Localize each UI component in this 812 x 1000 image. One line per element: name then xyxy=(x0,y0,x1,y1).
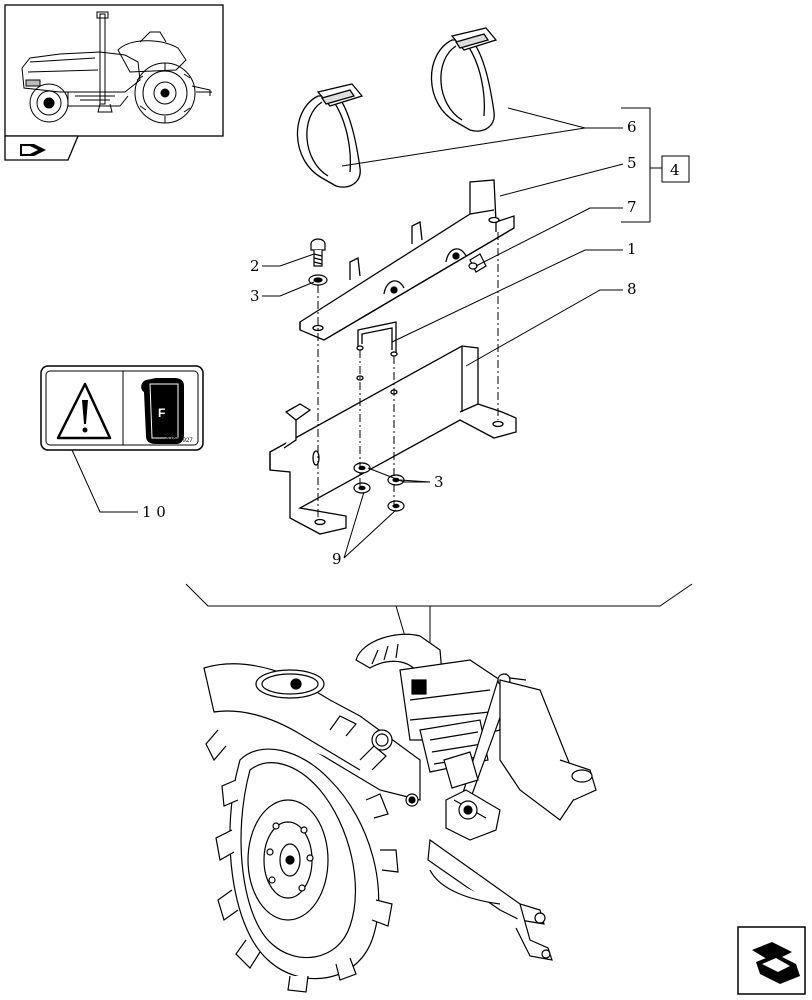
decal-code: 84269927 xyxy=(166,438,193,444)
callout-5: 5 xyxy=(627,154,637,172)
warning-triangle-icon xyxy=(56,382,112,440)
thumbnail-panel xyxy=(4,4,224,161)
bolt xyxy=(310,238,326,267)
callout-8: 8 xyxy=(627,280,637,298)
decal-symbol-letter: F xyxy=(158,406,165,420)
clamp-left xyxy=(296,83,364,188)
callout-6: 6 xyxy=(627,118,637,136)
thumbnail-view-tab[interactable] xyxy=(4,135,79,161)
callout-3-upper: 3 xyxy=(250,287,260,305)
clamp-right xyxy=(430,27,498,132)
fuel-container-icon: F xyxy=(141,378,184,444)
callout-4: 4 xyxy=(670,161,680,179)
callout-10: 1 0 xyxy=(142,503,166,521)
washer xyxy=(308,274,328,286)
view-arrow-icon xyxy=(20,144,46,156)
callout-7: 7 xyxy=(627,198,637,216)
callout-3-lower: 3 xyxy=(434,473,444,491)
callout-1: 1 xyxy=(627,240,637,258)
pin xyxy=(468,253,487,273)
tractor-rear-view xyxy=(203,633,597,993)
upper-bracket xyxy=(299,179,515,341)
callout-2: 2 xyxy=(250,257,260,275)
callout-9: 9 xyxy=(332,550,342,568)
next-page-button[interactable] xyxy=(737,926,806,995)
assembly-lines xyxy=(317,232,499,520)
forward-arrow-icon xyxy=(752,942,800,984)
callout-labels: 6 5 7 1 8 4 2 3 3 9 1 0 xyxy=(142,118,690,568)
lower-washers xyxy=(353,462,405,512)
tractor-thumbnail-image xyxy=(21,11,212,124)
lower-bracket xyxy=(269,345,517,535)
safety-decal: F 84269927 xyxy=(40,365,204,451)
u-bolt xyxy=(356,321,398,357)
